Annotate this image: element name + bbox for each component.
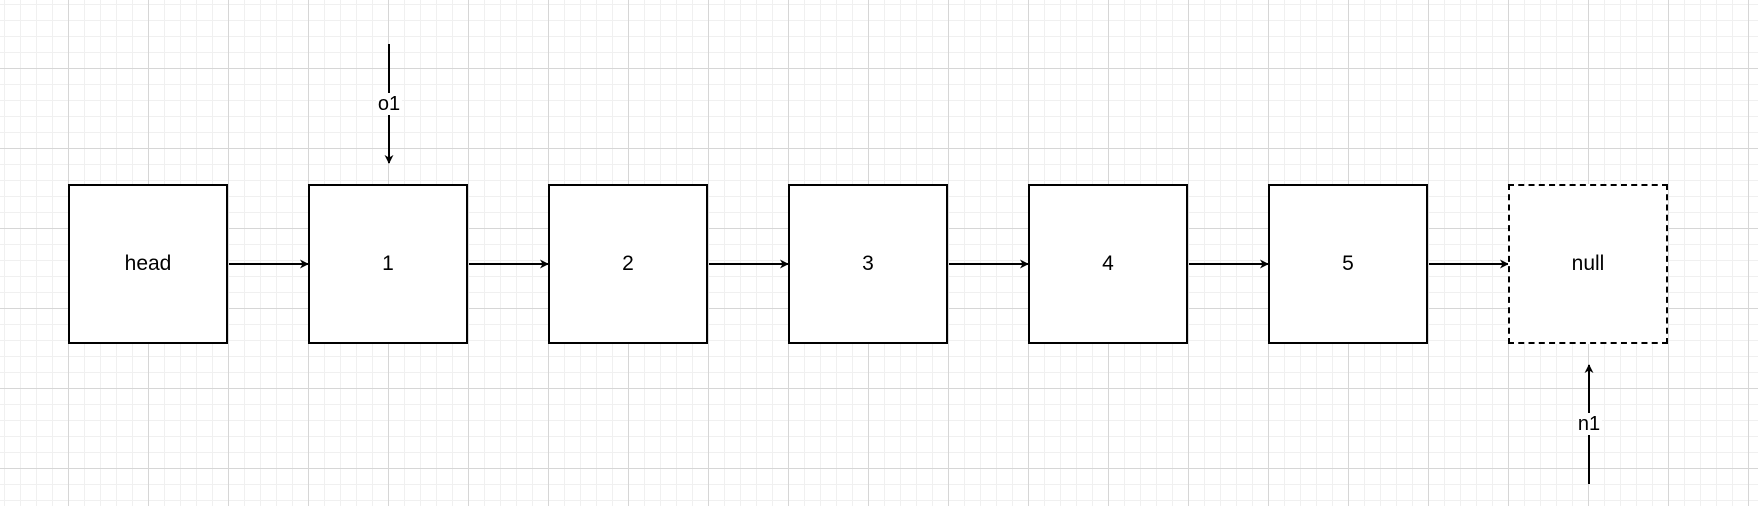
node-3-label: 3 [862,252,874,275]
pointer-o1-label: o1 [375,93,403,115]
node-head-label: head [124,252,172,275]
node-5-label: 5 [1342,252,1354,275]
node-null-label: null [1571,252,1605,275]
node-2-label: 2 [622,252,634,275]
node-4-label: 4 [1102,252,1114,275]
node-head[interactable]: head [68,184,228,344]
node-1-label: 1 [382,252,394,275]
node-1[interactable]: 1 [308,184,468,344]
pointer-n1-label: n1 [1575,413,1603,435]
node-4[interactable]: 4 [1028,184,1188,344]
node-null[interactable]: null [1508,184,1668,344]
node-3[interactable]: 3 [788,184,948,344]
node-5[interactable]: 5 [1268,184,1428,344]
node-2[interactable]: 2 [548,184,708,344]
